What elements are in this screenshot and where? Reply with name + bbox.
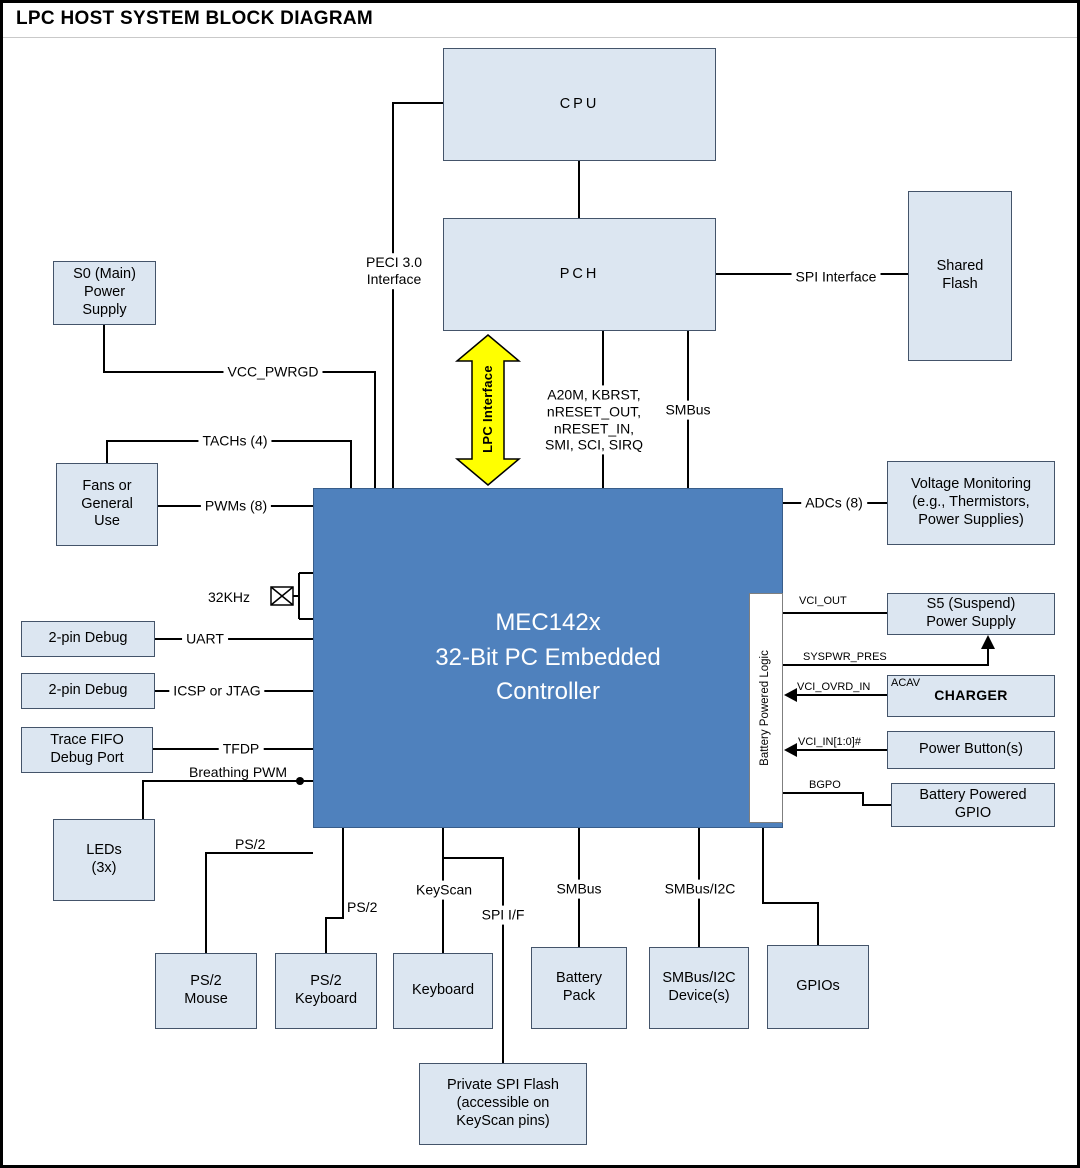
syspwr-pres-label: SYSPWR_PRES [803,651,887,663]
wire-bgpo [783,792,891,806]
ps2-keyboard-block: PS/2 Keyboard [275,953,377,1029]
mec142x-controller-label: MEC142x 32-Bit PC Embedded Controller [435,608,661,706]
wire-peci [392,102,443,488]
connector-layer [103,102,995,1063]
leds-block: LEDs (3x) [53,819,155,901]
peci-interface-label: PECI 3.0 Interface [361,253,427,289]
ps2-keyboard-signal-label: PS/2 [347,899,378,915]
fans-label: Fans or General Use [81,477,133,530]
power-buttons-label: Power Button(s) [919,741,1023,758]
trace-fifo-block: Trace FIFO Debug Port [21,727,153,773]
wire-ps2-mouse [205,852,313,953]
ps2-mouse-block: PS/2 Mouse [155,953,257,1029]
tfdp-label: TFDP [218,739,264,759]
wire-gpios [762,828,819,945]
battery-powered-logic-label: Battery Powered Logic [759,650,772,766]
icsp-jtag-label: ICSP or JTAG [169,681,265,701]
debug-icsp-block: 2-pin Debug [21,673,155,709]
mec142x-controller-block: MEC142x 32-Bit PC Embedded Controller [313,488,783,828]
s0-power-block: S0 (Main) Power Supply [53,261,156,325]
debug-uart-block: 2-pin Debug [21,621,155,657]
tachs-label: TACHs (4) [198,431,272,451]
charger-label: CHARGER [934,687,1008,704]
32khz-label: 32KHz [208,589,251,605]
smbus-devices-label: SMBus/I2C Device(s) [662,970,736,1004]
s5-power-block: S5 (Suspend) Power Supply [887,593,1055,635]
voltage-monitoring-block: Voltage Monitoring (e.g., Thermistors, P… [887,461,1055,545]
vci-in-label: VCI_IN[1:0]# [798,736,861,748]
vcc-pwrgd-label: VCC_PWRGD [223,362,323,382]
ps2-keyboard-label: PS/2 Keyboard [294,973,358,1007]
trace-fifo-label: Trace FIFO Debug Port [50,732,124,766]
lpc-interface-arrow [454,334,522,486]
pwms-label: PWMs (8) [200,496,272,516]
wire-ps2-keyboard [325,828,344,953]
wire-spi-if [443,857,504,1063]
wire-crystal [293,572,313,620]
breathing-pwm-label: Breathing PWM [189,764,288,780]
cpu-label: CPU [559,95,600,112]
pch-signals-label: A20M, KBRST, nRESET_OUT, nRESET_IN, SMI,… [540,385,648,455]
debug-icsp-label: 2-pin Debug [48,682,128,699]
title-divider [3,37,1077,38]
charger-block: ACAV CHARGER [887,675,1055,717]
keyboard-label: Keyboard [411,982,475,999]
power-buttons-block: Power Button(s) [887,731,1055,769]
smbus-devices-block: SMBus/I2C Device(s) [649,947,749,1029]
smbus-bottom-label: SMBus [552,879,606,899]
pch-smbus-label: SMBus [661,400,715,420]
ps2-mouse-signal-label: PS/2 [235,836,266,852]
keyboard-block: Keyboard [393,953,493,1029]
shared-flash-label: Shared Flash [936,258,984,292]
uart-label: UART [182,629,228,649]
gpios-label: GPIOs [796,978,840,995]
private-spi-flash-label: Private SPI Flash (accessible on KeyScan… [446,1077,559,1129]
s5-power-label: S5 (Suspend) Power Supply [926,596,1016,630]
spi-if-label: SPI I/F [477,905,529,925]
battery-pack-label: Battery Pack [556,970,602,1004]
keyscan-label: KeyScan [411,880,477,900]
ps2-mouse-label: PS/2 Mouse [184,973,228,1007]
debug-uart-label: 2-pin Debug [48,630,128,647]
battery-pack-block: Battery Pack [531,947,627,1029]
leds-label: LEDs (3x) [86,842,122,876]
vci-out-label: VCI_OUT [799,595,847,607]
acav-signal-label: ACAV [891,677,921,689]
voltage-monitoring-label: Voltage Monitoring (e.g., Thermistors, P… [910,476,1032,528]
wire-breathing-pwm [142,780,313,819]
private-spi-flash-block: Private SPI Flash (accessible on KeyScan… [419,1063,587,1145]
arrowhead-syspwr-up [981,635,995,649]
adcs-label: ADCs (8) [801,493,867,513]
smbus-i2c-label: SMBus/I2C [660,879,740,899]
pch-label: PCH [559,265,600,282]
arrowhead-vci-in-left [784,743,797,757]
fans-block: Fans or General Use [56,463,158,546]
wire-syspwr-pres [783,648,989,666]
lpc-interface-label: LPC Interface [480,365,496,453]
arrowhead-vci-ovrd-left [784,688,797,702]
vci-ovrd-in-label: VCI_OVRD_IN [797,681,871,693]
diagram-title: LPC HOST SYSTEM BLOCK DIAGRAM [16,8,374,29]
battery-gpio-block: Battery Powered GPIO [891,783,1055,827]
crystal-x [270,586,294,606]
battery-gpio-label: Battery Powered GPIO [919,787,1027,821]
breathing-pwm-dot [296,777,304,785]
spi-interface-label: SPI Interface [791,267,881,287]
cpu-block: CPU [443,48,716,161]
shared-flash-block: Shared Flash [908,191,1012,361]
battery-powered-logic-strip [749,593,783,823]
s0-power-label: S0 (Main) Power Supply [73,266,136,318]
bgpo-label: BGPO [809,779,841,791]
gpios-block: GPIOs [767,945,869,1029]
pch-block: PCH [443,218,716,331]
